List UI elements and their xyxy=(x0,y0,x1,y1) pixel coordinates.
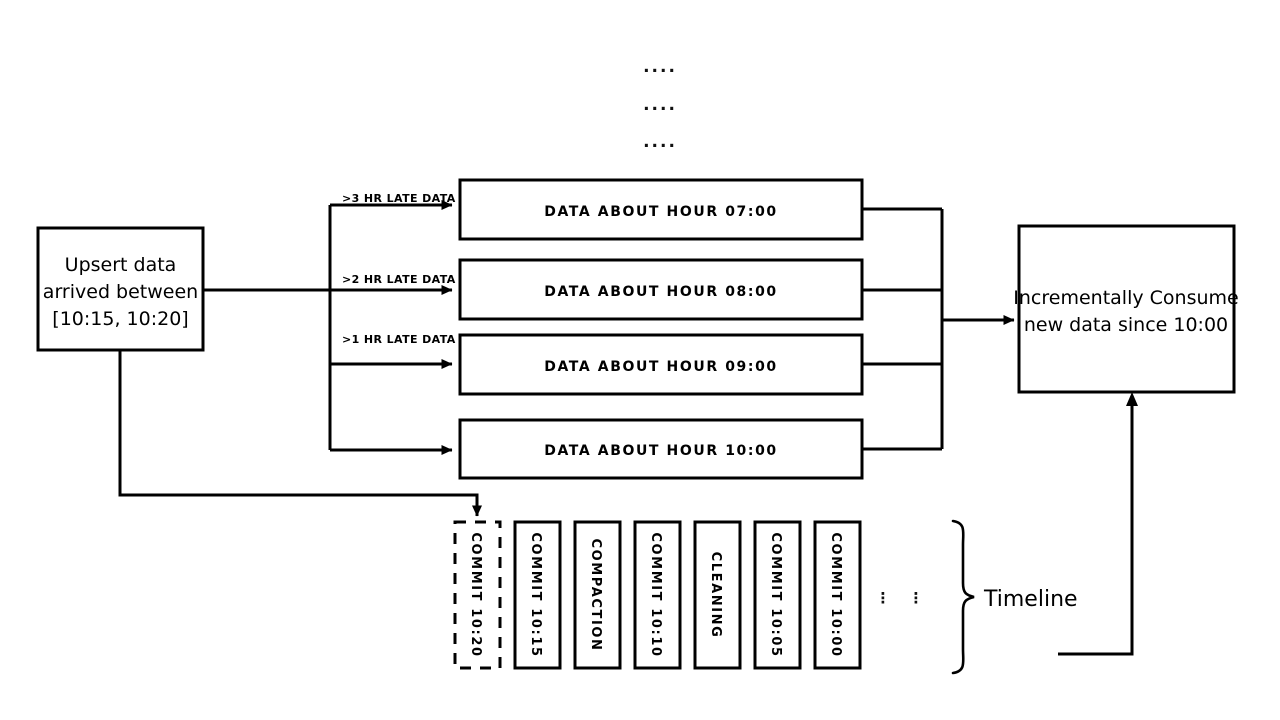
commit-box-6[interactable]: COMMIT 10:00 xyxy=(813,520,862,670)
arrowhead-timeline-to-consume xyxy=(1126,392,1138,406)
hour-box-07-label: DATA ABOUT HOUR 07:00 xyxy=(544,204,778,220)
commit-box-1-label: COMMIT 10:15 xyxy=(528,532,543,657)
late-data-label-1hr: >1 HR LATE DATA xyxy=(342,333,456,346)
commit-box-6-label: COMMIT 10:00 xyxy=(828,532,843,657)
consume-box-line-1: Incrementally Consume xyxy=(1013,287,1238,309)
timeline-label: Timeline xyxy=(983,587,1078,612)
commit-box-1[interactable]: COMMIT 10:15 xyxy=(513,520,562,670)
source-box-line-1: Upsert data xyxy=(65,254,177,276)
timeline-ellipsis-1: ⋮ xyxy=(876,589,891,607)
source-box-line-2: arrived between xyxy=(43,281,198,303)
source-box[interactable]: Upsert data arrived between [10:15, 10:2… xyxy=(36,226,205,352)
hour-box-09[interactable]: DATA ABOUT HOUR 09:00 xyxy=(458,333,864,396)
hour-box-09-label: DATA ABOUT HOUR 09:00 xyxy=(544,359,778,375)
late-data-label-2hr: >2 HR LATE DATA xyxy=(342,273,456,286)
top-ellipsis-row-2: .... xyxy=(643,95,677,115)
connector-timeline-to-consume xyxy=(1058,402,1134,656)
consume-box-line-2: new data since 10:00 xyxy=(1024,314,1228,336)
late-data-label-3hr: >3 HR LATE DATA xyxy=(342,192,456,205)
hour-box-10[interactable]: DATA ABOUT HOUR 10:00 xyxy=(458,418,864,480)
commit-box-0[interactable]: COMMIT 10:20 xyxy=(453,520,502,670)
commit-box-2[interactable]: COMPACTION xyxy=(573,520,622,670)
commit-box-3[interactable]: COMMIT 10:10 xyxy=(633,520,682,670)
commit-box-3-label: COMMIT 10:10 xyxy=(648,532,663,657)
top-ellipsis-row-1: .... xyxy=(643,57,677,77)
commit-box-4-label: CLEANING xyxy=(708,552,723,639)
commit-box-5-label: COMMIT 10:05 xyxy=(768,532,783,657)
commit-box-0-label: COMMIT 10:20 xyxy=(468,532,483,657)
commit-box-4[interactable]: CLEANING xyxy=(693,520,742,670)
consume-box[interactable]: Incrementally Consume new data since 10:… xyxy=(1013,224,1239,394)
source-box-line-3: [10:15, 10:20] xyxy=(52,308,188,330)
hour-box-07[interactable]: DATA ABOUT HOUR 07:00 xyxy=(458,178,864,241)
timeline-ellipsis-2: ⋮ xyxy=(909,589,924,607)
connector-source-to-commit xyxy=(118,350,482,517)
commit-box-5[interactable]: COMMIT 10:05 xyxy=(753,520,802,670)
timeline-brace xyxy=(951,519,975,675)
hour-box-08[interactable]: DATA ABOUT HOUR 08:00 xyxy=(458,258,864,321)
hour-box-08-label: DATA ABOUT HOUR 08:00 xyxy=(544,284,778,300)
top-ellipsis-row-3: .... xyxy=(643,132,677,152)
hour-box-10-label: DATA ABOUT HOUR 10:00 xyxy=(544,443,778,459)
commit-box-2-label: COMPACTION xyxy=(588,538,603,651)
